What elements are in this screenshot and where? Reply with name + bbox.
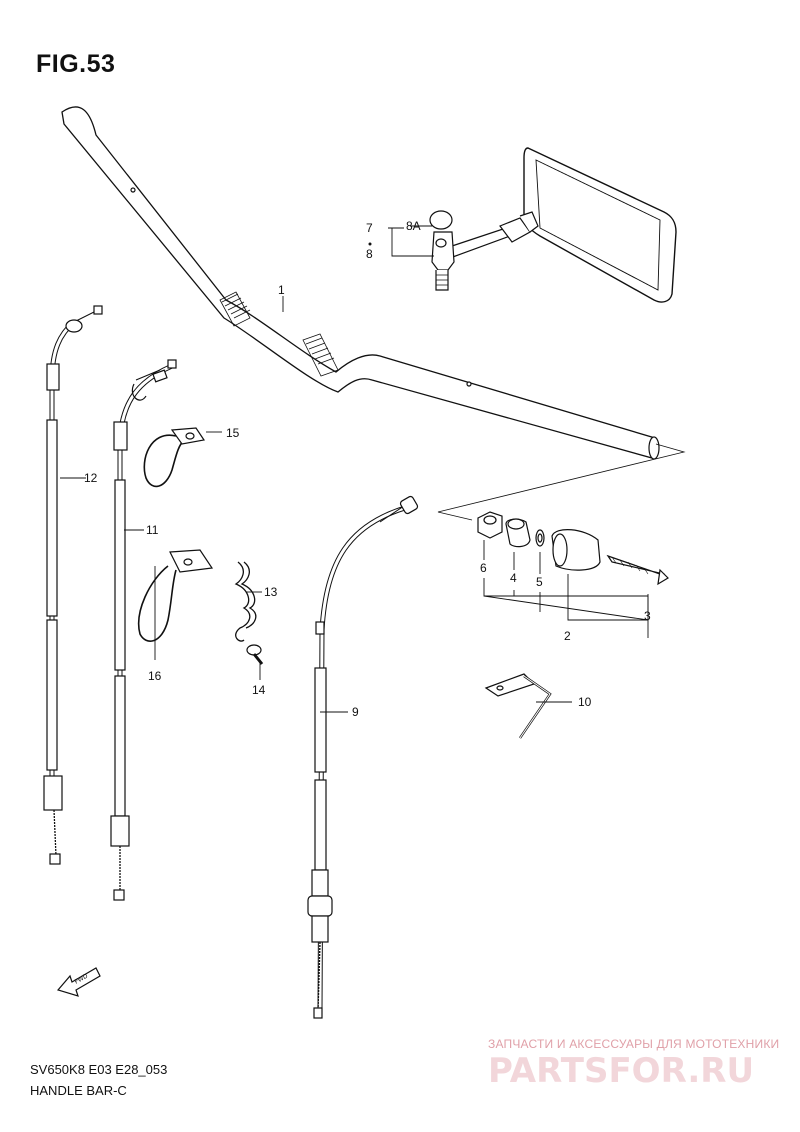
bar-end-weight [477,511,669,586]
callout-9: 9 [352,705,359,719]
leader-lines [60,225,649,713]
callout-8a: 8A [406,219,421,233]
mirror [429,147,677,303]
callout-11: 11 [146,523,159,537]
callout-8: 8 [366,247,373,261]
clamp-15 [143,427,206,488]
callout-10: 10 [578,695,592,709]
callout-13: 13 [264,585,278,599]
callout-3: 3 [644,609,651,623]
callout-14: 14 [252,683,266,697]
diagram-subtitle: HANDLE BAR-C [30,1083,127,1098]
watermark-logo: PARTSFOR.RU [488,1051,754,1091]
cable-9 [307,495,419,1019]
bracket-10 [484,673,552,739]
clip-13 [234,561,257,642]
watermark-caption: ЗАПЧАСТИ И АКСЕССУАРЫ ДЛЯ МОТОТЕХНИКИ [488,1037,780,1051]
callout-4: 4 [510,571,517,585]
callout-2: 2 [564,629,571,643]
knurl-left [219,291,251,327]
knurl-right [302,333,339,377]
cable-11 [110,359,177,901]
clamp-16 [138,549,214,642]
callout-5: 5 [536,575,543,589]
callouts: 1 2 3 4 5 6 7 8 8A 9 10 11 12 13 14 15 1… [84,219,651,719]
callout-7: 7 [366,221,373,235]
callout-6: 6 [480,561,487,575]
handlebar [61,106,660,460]
callout-12: 12 [84,471,98,485]
callout-15: 15 [226,426,240,440]
fwd-arrow: FWD [56,967,101,997]
model-code: SV650K8 E03 E28_053 [30,1062,168,1077]
callout-1: 1 [278,283,285,297]
figure-title: FIG.53 [36,50,116,78]
callout-dot [368,242,372,246]
callout-16: 16 [148,669,162,683]
bolt-14 [246,644,264,665]
cable-12 [43,305,103,865]
